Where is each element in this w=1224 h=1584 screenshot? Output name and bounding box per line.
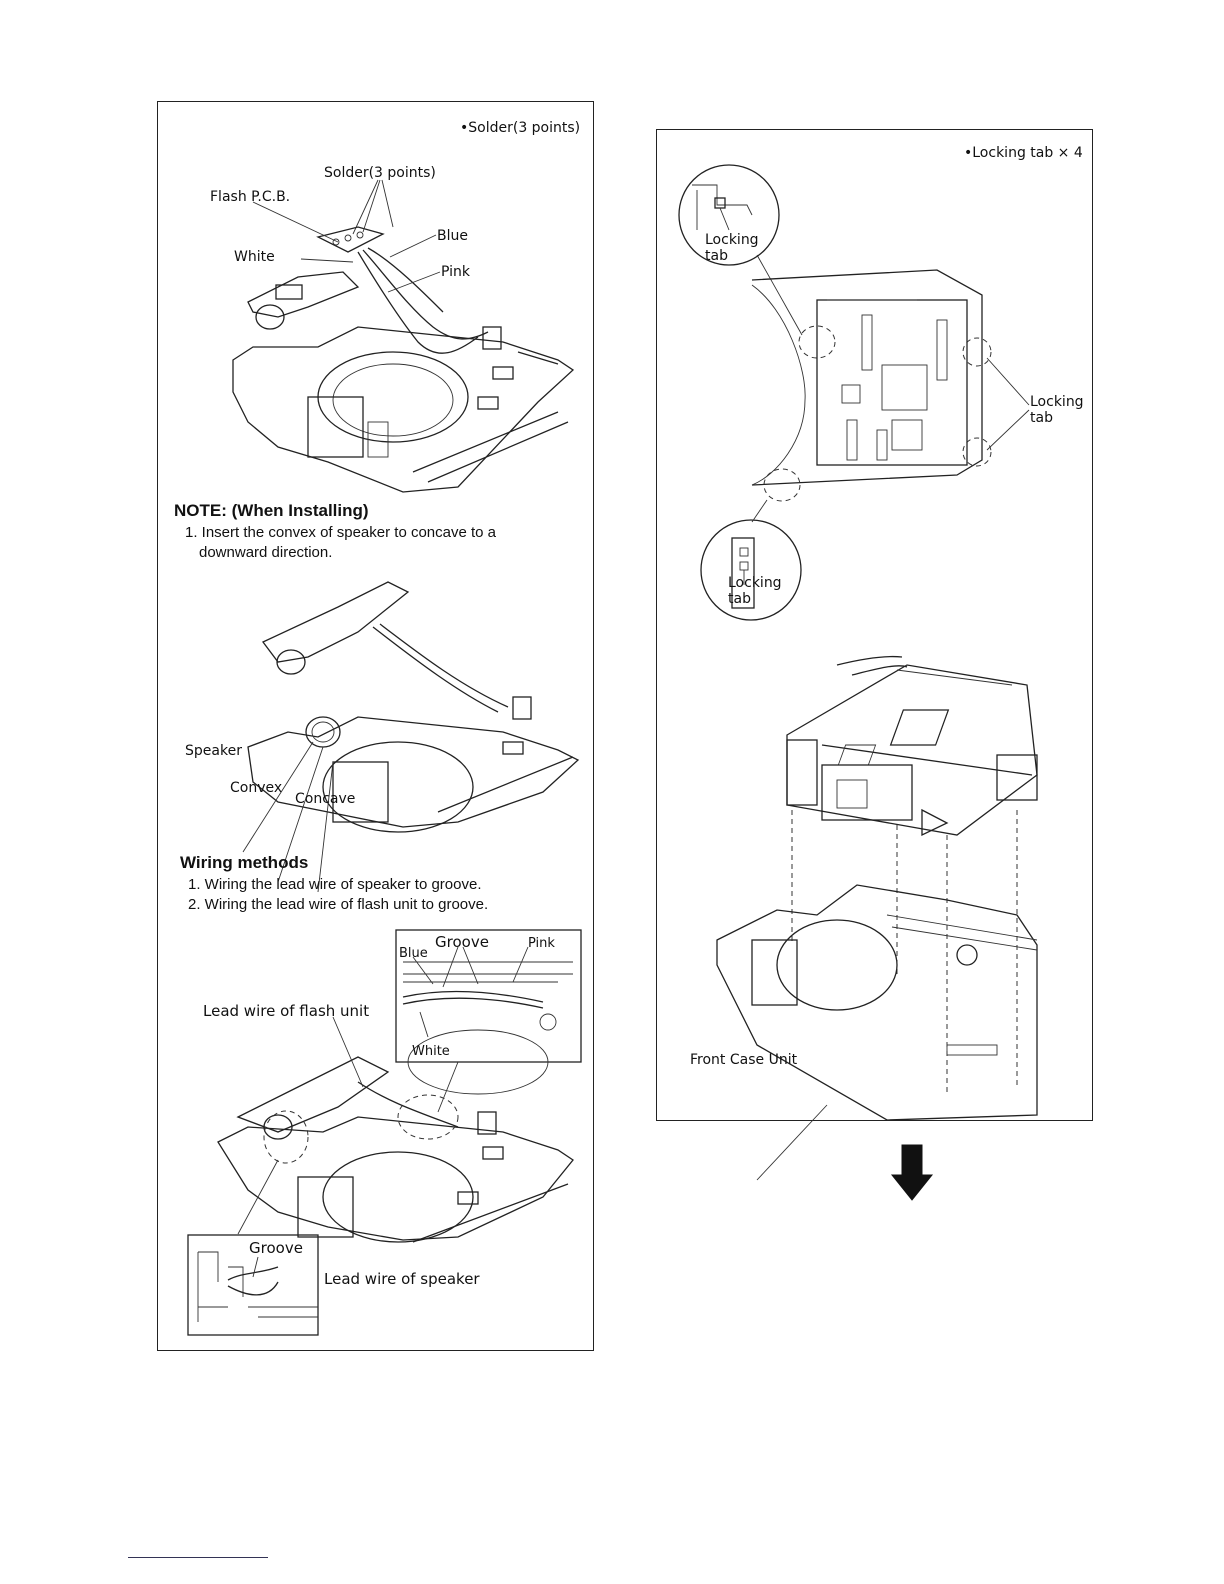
white-groove-label: White (412, 1044, 450, 1059)
groove-bottom-label: Groove (249, 1239, 303, 1257)
right-figure-panel: •Locking tab × 4 Locking tab (656, 129, 1093, 1201)
footer-rule (128, 1557, 268, 1558)
solder-points-label: Solder(3 points) (324, 165, 436, 181)
white-wire-label: White (234, 249, 275, 265)
wiring-methods-title: Wiring methods (180, 853, 309, 872)
front-case-unit-label: Front Case Unit (690, 1052, 798, 1068)
lead-wire-flash-label: Lead wire of flash unit (203, 1002, 370, 1020)
locking-tab-1-label: Locking (705, 232, 759, 248)
locking-tab-3-label-b: tab (728, 591, 751, 607)
front-case-removal-diagram (716, 655, 1038, 1201)
flash-pcb-label: Flash P.C.B. (210, 189, 291, 205)
solder-header-label: •Solder(3 points) (460, 120, 581, 136)
convex-label: Convex (230, 780, 283, 796)
locking-tab-2-label-b: tab (1030, 410, 1053, 426)
wiring-step-2: 2. Wiring the lead wire of flash unit to… (188, 896, 489, 913)
flash-pcb-diagram (232, 179, 575, 493)
pink-wire-label: Pink (441, 264, 471, 280)
note-title: NOTE: (When Installing) (174, 501, 369, 520)
groove-top-label: Groove (435, 933, 489, 951)
note-step-1: 1. Insert the convex of speaker to conca… (185, 524, 497, 541)
pink-groove-label: Pink (528, 936, 555, 951)
wiring-groove-diagram (187, 929, 582, 1336)
left-figure-panel: •Solder(3 points) Solder(3 points) Flash… (157, 101, 594, 1351)
locking-tab-2-label: Locking (1030, 394, 1084, 410)
locking-tab-3-label: Locking (728, 575, 782, 591)
wiring-step-1: 1. Wiring the lead wire of speaker to gr… (188, 876, 482, 893)
speaker-install-diagram (242, 581, 580, 893)
lead-wire-speaker-label: Lead wire of speaker (324, 1270, 480, 1288)
speaker-label: Speaker (185, 743, 242, 759)
locking-tab-diagram (678, 164, 1030, 621)
locking-tab-1-label-b: tab (705, 248, 728, 264)
note-step-1-cont: downward direction. (199, 544, 333, 561)
blue-groove-label: Blue (399, 946, 428, 961)
concave-label: Concave (295, 791, 356, 807)
blue-wire-label: Blue (437, 228, 468, 244)
locking-tab-header-label: •Locking tab × 4 (964, 145, 1083, 161)
